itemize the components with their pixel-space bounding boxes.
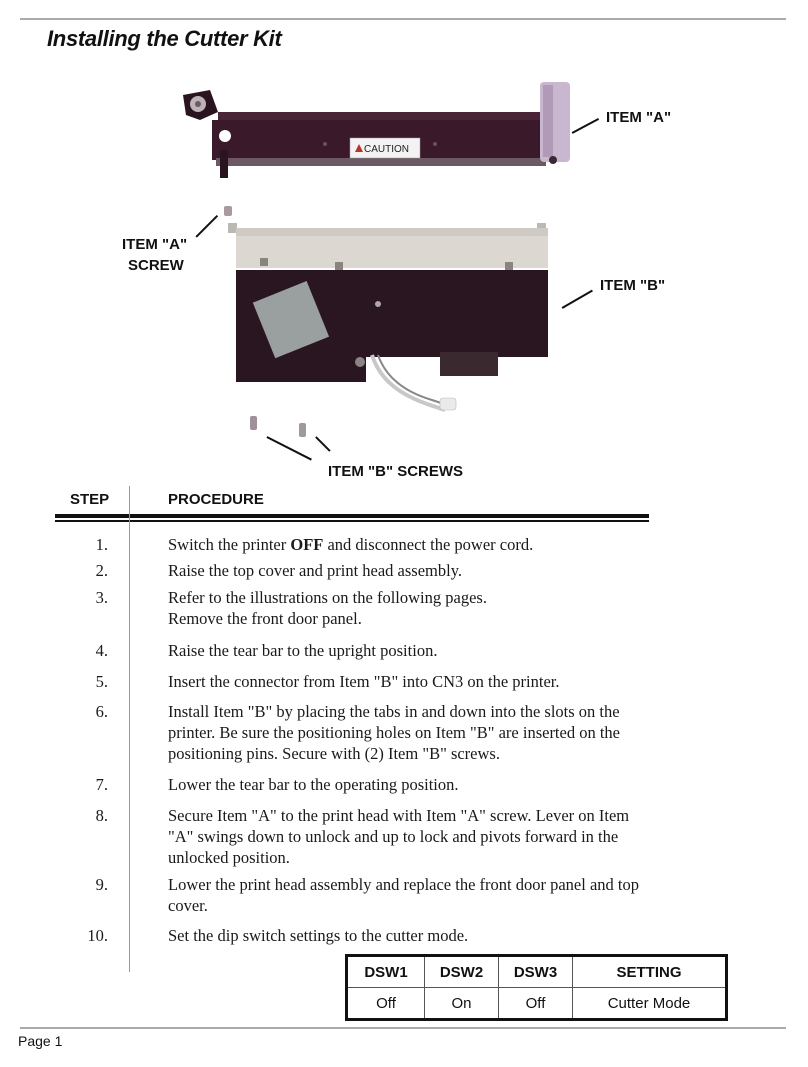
callout-item-b: ITEM "B" xyxy=(600,277,666,294)
step-text: Insert the connector from Item "B" into … xyxy=(168,672,560,691)
callout-item-a-screw-line2: SCREW xyxy=(128,257,184,274)
emphasis-off: OFF xyxy=(290,535,324,554)
item-b-screws-illustration xyxy=(250,416,306,437)
header-rule-thin xyxy=(55,520,649,522)
bottom-rule xyxy=(20,1027,786,1029)
cell-dsw1: Off xyxy=(346,987,425,1020)
procedure-column-header: PROCEDURE xyxy=(168,491,264,508)
header-dsw1: DSW1 xyxy=(346,955,425,988)
header-setting: SETTING xyxy=(572,955,727,988)
dip-switch-table: DSW1 DSW2 DSW3 SETTING Off On Off Cutter… xyxy=(345,954,728,1021)
step-number: 4. xyxy=(95,641,108,660)
step-number: 10. xyxy=(87,926,108,945)
header-dsw3: DSW3 xyxy=(498,955,573,988)
dip-table-header-row: DSW1 DSW2 DSW3 SETTING xyxy=(346,955,727,988)
cell-dsw3: Off xyxy=(498,987,573,1020)
step-text: Install Item "B" by placing the tabs in … xyxy=(168,702,621,763)
step-number: 7. xyxy=(95,775,108,794)
step-text: Raise the top cover and print head assem… xyxy=(168,561,463,580)
step-text: Lower the print head assembly and replac… xyxy=(168,875,639,915)
step-column-header: STEP xyxy=(70,491,110,508)
step-text: Raise the tear bar to the upright positi… xyxy=(168,641,438,660)
step-number: 1. xyxy=(95,535,108,554)
page-number: Page 1 xyxy=(18,1033,63,1049)
step-number: 6. xyxy=(95,702,108,721)
cutter-kit-illustration: CAUTION xyxy=(183,82,570,437)
step-text: Lower the tear bar to the operating posi… xyxy=(168,775,459,794)
cell-dsw2: On xyxy=(424,987,499,1020)
step-number: 9. xyxy=(95,875,108,894)
step-number: 5. xyxy=(95,672,108,691)
step-text: Refer to the illustrations on the follow… xyxy=(168,588,487,628)
step-number: 3. xyxy=(95,588,108,607)
step-text: Switch the printer OFF and disconnect th… xyxy=(168,535,534,554)
step-text: Secure Item "A" to the print head with I… xyxy=(168,806,630,867)
step-text: Set the dip switch settings to the cutte… xyxy=(168,926,469,945)
column-divider xyxy=(129,486,130,972)
item-a-cutter-illustration: CAUTION xyxy=(183,82,570,178)
item-a-screw-illustration xyxy=(224,206,232,216)
step-number: 8. xyxy=(95,806,108,825)
header-rule-thick xyxy=(55,514,649,518)
item-b-unit-illustration xyxy=(228,223,548,412)
callout-item-a: ITEM "A" xyxy=(606,109,672,126)
svg-text:CAUTION: CAUTION xyxy=(364,144,409,155)
page-title: Installing the Cutter Kit xyxy=(47,26,282,51)
dip-table-row: Off On Off Cutter Mode xyxy=(346,987,727,1020)
callout-item-a-screw-line1: ITEM "A" xyxy=(122,236,188,253)
header-dsw2: DSW2 xyxy=(424,955,499,988)
top-rule xyxy=(20,18,786,20)
cell-setting: Cutter Mode xyxy=(572,987,727,1020)
callout-item-b-screws: ITEM "B" SCREWS xyxy=(328,463,464,480)
step-number: 2. xyxy=(95,561,108,580)
cutter-kit-figure: CAUTION xyxy=(0,70,808,490)
